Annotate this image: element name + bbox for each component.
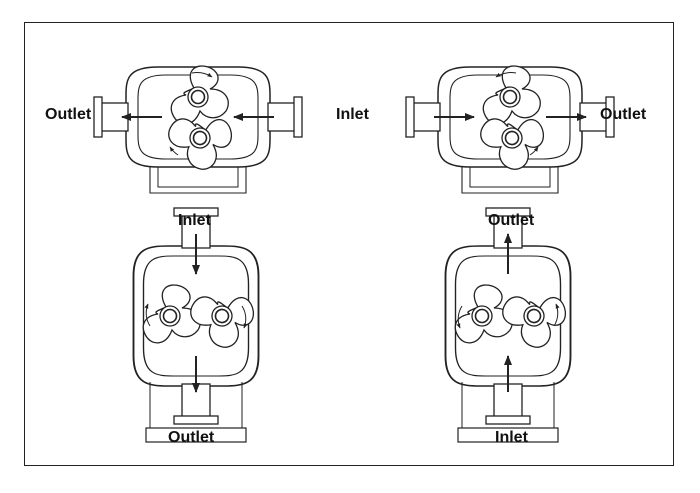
diagram-frame	[24, 22, 674, 466]
pump-bottom-left	[134, 208, 265, 442]
outlet-label-top-right: Outlet	[600, 106, 647, 123]
rotation-arrow-icon	[553, 303, 560, 327]
inlet-label-top-left-pump-bottom: Inlet	[178, 212, 211, 229]
outlet-label-top-left: Outlet	[45, 106, 92, 123]
outlet-label-bottom-left: Outlet	[168, 429, 215, 446]
rotation-arrow-icon	[169, 146, 179, 156]
rotation-arrow-icon	[456, 305, 463, 329]
rotation-arrow-icon	[529, 146, 539, 156]
outlet-label-top-right-pump-bottom: Outlet	[488, 212, 535, 229]
pump-bottom-right	[446, 208, 577, 442]
rotation-arrow-icon	[495, 72, 517, 78]
rotation-arrow-icon	[241, 305, 248, 329]
rotation-arrow-icon	[144, 303, 151, 327]
inlet-label-center: Inlet	[336, 106, 369, 123]
inlet-label-bottom-right: Inlet	[495, 429, 528, 446]
rotation-arrow-icon	[191, 72, 213, 78]
pump-top-right	[406, 66, 614, 193]
pump-top-left	[94, 66, 302, 193]
